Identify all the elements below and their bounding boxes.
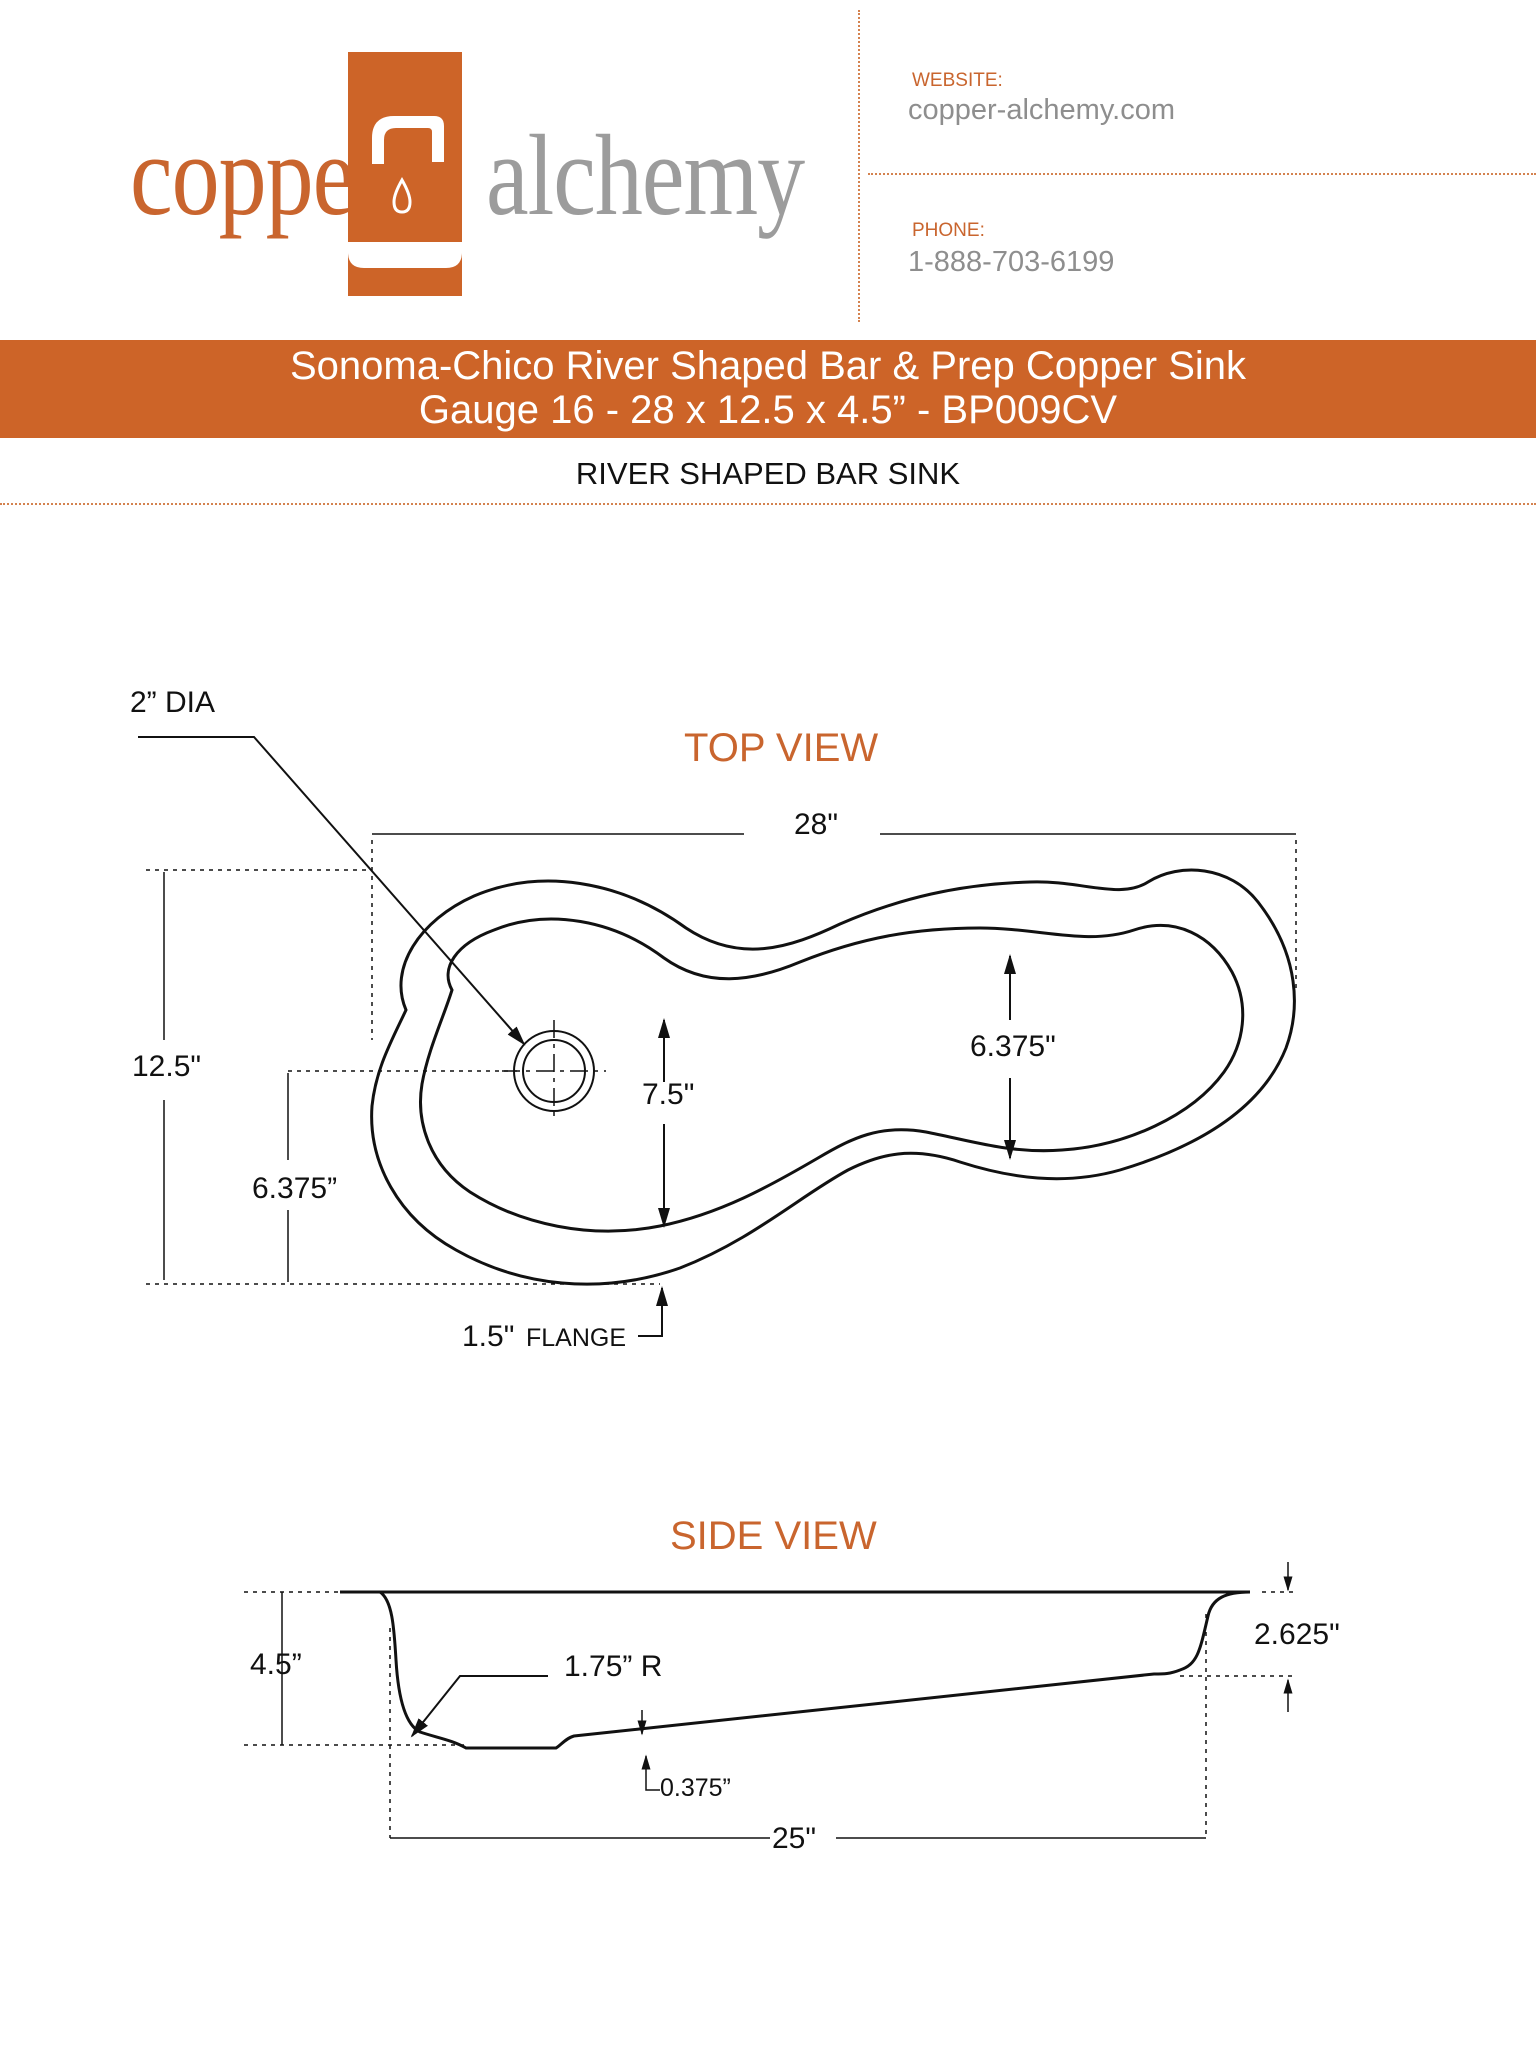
title-banner: Sonoma-Chico River Shaped Bar & Prep Cop…	[0, 340, 1536, 438]
phone-number[interactable]: 1-888-703-6199	[908, 246, 1115, 278]
side-extension-lines	[244, 1591, 1296, 1838]
radius-leader	[410, 1675, 548, 1738]
flange-label: FLANGE	[526, 1324, 627, 1352]
top-view-title: TOP VIEW	[684, 726, 879, 770]
header-divider-horizontal	[868, 173, 1536, 175]
flange-leader	[638, 1286, 668, 1337]
right-depth-label: 2.625"	[1254, 1618, 1340, 1651]
drain-diameter-label: 2” DIA	[130, 686, 216, 719]
flange-value-label: 1.5"	[462, 1320, 515, 1353]
drain-leader	[138, 736, 526, 1046]
side-view-title: SIDE VIEW	[670, 1514, 877, 1558]
logo-word-copper: copper	[130, 110, 386, 240]
header: copper alchemy WEBSITE: copper-alchemy.c…	[0, 0, 1536, 335]
extension-lines	[146, 840, 1297, 1285]
inner-left-depth-label: 7.5"	[642, 1078, 695, 1111]
product-subtitle: RIVER SHAPED BAR SINK	[575, 456, 961, 491]
sink-outer-outline-clean	[370, 868, 1296, 1286]
phone-label: PHONE:	[912, 220, 985, 241]
step-label: 0.375”	[660, 1774, 731, 1802]
header-divider-vertical	[858, 10, 860, 322]
website-link[interactable]: copper-alchemy.com	[908, 94, 1176, 126]
website-label: WEBSITE:	[912, 70, 1003, 91]
section-divider	[0, 503, 1536, 505]
depth-label: 4.5”	[250, 1648, 302, 1681]
width-label: 12.5"	[132, 1050, 202, 1083]
radius-label: 1.75” R	[564, 1650, 663, 1683]
bottom-length-label: 25"	[772, 1822, 817, 1855]
dim-0-375-bottom	[641, 1754, 660, 1791]
side-profile	[340, 1590, 1251, 1750]
banner-title: Sonoma-Chico River Shaped Bar & Prep Cop…	[289, 344, 1247, 388]
drain-offset-label: 6.375”	[252, 1172, 338, 1205]
inner-right-depth-label: 6.375"	[970, 1030, 1056, 1063]
banner-specs: Gauge 16 - 28 x 12.5 x 4.5” - BP009CV	[418, 388, 1118, 432]
faucet-drop-icon	[348, 52, 462, 296]
length-label: 28"	[794, 808, 839, 841]
logo-word-alchemy: alchemy	[486, 110, 805, 240]
sink-inner-outline	[419, 917, 1245, 1233]
